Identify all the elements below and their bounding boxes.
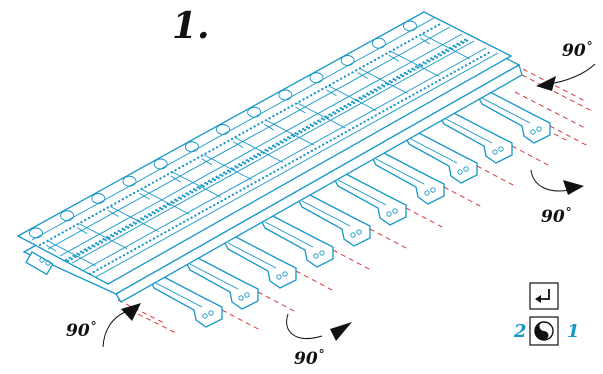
fold-tab (223, 235, 297, 289)
page-right-number: 1 (567, 321, 580, 342)
strip-hole (309, 72, 324, 84)
strip-hole (371, 37, 386, 49)
svg-text:90°: 90° (562, 39, 593, 61)
fold-guide (129, 309, 179, 335)
fold-guide (405, 207, 445, 229)
fold-tab (297, 193, 371, 247)
fold-guide (295, 270, 335, 292)
rotate-arrow-bottom-center: 90° (286, 313, 352, 369)
fold-tab (260, 214, 334, 268)
strip-hole (216, 124, 230, 135)
fold-guide (549, 125, 589, 147)
fold-guide (476, 165, 516, 187)
flip-over-icon (529, 316, 559, 346)
step-number: 1. (172, 5, 210, 47)
page-left-number: 2 (513, 321, 527, 342)
strip-hole (60, 210, 75, 222)
svg-text:90°: 90° (66, 319, 97, 341)
rotate-arrow-top-right: 90° (536, 39, 596, 91)
fret-strip (16, 11, 523, 303)
strip-hole (278, 89, 293, 101)
fold-tabs (149, 90, 551, 328)
strip-hole (91, 193, 106, 204)
fold-tab (185, 256, 259, 310)
fold-guide (511, 145, 551, 167)
fold-tab (404, 130, 478, 184)
strip-hole (153, 158, 168, 170)
strip-lower-edge (115, 64, 523, 303)
fold-guide (514, 91, 586, 129)
page-flip-indicator: 2 1 (513, 316, 580, 346)
fold-guide (443, 186, 483, 208)
fold-return-icon (529, 282, 559, 310)
svg-text:90°: 90° (541, 205, 572, 227)
strip-ribs (29, 20, 471, 267)
fold-guide (521, 74, 593, 112)
strip-hole (29, 227, 43, 239)
fold-guide (257, 291, 297, 313)
fold-guide (369, 228, 409, 250)
strip-front-layer (16, 11, 513, 285)
rotate-arrow-middle-right: 90° (530, 169, 584, 227)
strip-hole (403, 20, 417, 32)
rotate-arrow-bottom-left: 90° (66, 303, 141, 348)
strip-hole (184, 141, 199, 153)
fold-tab (371, 151, 445, 205)
strip-hole (247, 106, 262, 118)
fold-guide (221, 309, 261, 331)
strip-hole (122, 175, 137, 187)
fold-guide (332, 249, 372, 271)
fold-tab (439, 110, 513, 164)
svg-text:90°: 90° (294, 347, 325, 369)
fold-tab (477, 90, 551, 144)
strip-hole (340, 55, 355, 66)
fold-tab (333, 172, 407, 226)
fold-tab (149, 274, 223, 328)
